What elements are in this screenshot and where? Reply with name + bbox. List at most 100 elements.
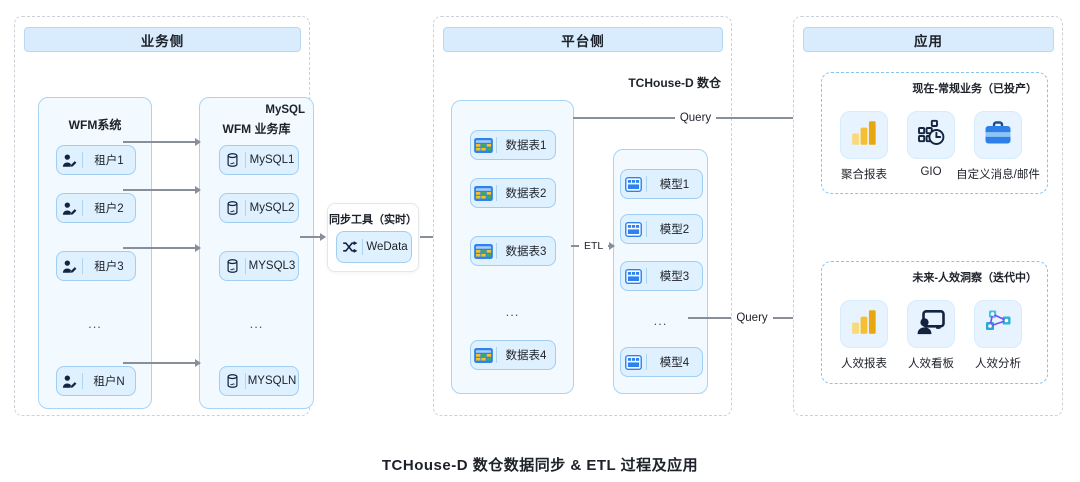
grid-clock-icon: [916, 118, 946, 153]
app-name: 聚合报表: [841, 169, 887, 181]
divider: [496, 243, 497, 259]
app-tile-efficiency-analysis: [974, 300, 1022, 348]
network-graph-icon: [983, 307, 1013, 342]
current-business-box: 现在-常规业务（已投产） 聚合报表 GIO 自定义消息/邮件: [821, 72, 1048, 194]
shuffle-icon: [337, 240, 362, 254]
node-label: WeData: [366, 241, 408, 253]
sync-tool-box: 同步工具（实时） WeData: [327, 203, 419, 272]
node-model-1: 模型1: [620, 169, 703, 199]
sync-tool-title: 同步工具（实时）: [329, 214, 417, 226]
divider: [245, 152, 246, 168]
node-mysql-n: MYSQLN: [219, 366, 299, 396]
future-insight-label: 未来-人效洞察（迭代中）: [912, 272, 1037, 284]
models-panel: 模型1 模型2 模型3 ...: [613, 149, 708, 394]
mysql-corner-label: MySQL: [265, 104, 305, 116]
bar-chart-icon: [849, 118, 879, 153]
user-edit-icon: [57, 201, 82, 216]
node-label: MYSQLN: [247, 375, 297, 387]
query-label: Query: [679, 112, 712, 124]
arrow-tenant1-to-mysql1: [123, 141, 200, 143]
wfm-system-title: WFM系统: [68, 118, 122, 132]
ellipsis-databases: ...: [249, 316, 264, 331]
arrow-tenant3-to-mysql3: [123, 247, 200, 249]
platform-side-title: 平台侧: [561, 33, 605, 49]
node-table-4: ... 数据表4: [470, 340, 556, 370]
connector-line: [573, 117, 675, 119]
arrow-tenant2-to-mysql2: [123, 189, 200, 191]
data-table-icon: [471, 347, 496, 363]
applications-header: 应用: [803, 27, 1054, 52]
divider: [82, 373, 83, 389]
divider: [496, 137, 497, 153]
app-tile-gio: [907, 111, 955, 159]
node-label: 数据表1: [505, 140, 547, 152]
model-table-icon: [621, 176, 646, 192]
app-name: 人效看板: [908, 358, 954, 370]
node-label: 数据表4: [505, 350, 547, 362]
database-icon: [220, 373, 245, 389]
node-table-3: 数据表3: [470, 236, 556, 266]
business-side-section: 业务侧 WFM系统 租户1 租户2: [14, 16, 314, 416]
person-screen-icon: [916, 308, 946, 341]
arrow-db-to-synctool: [300, 236, 325, 238]
app-name: GIO: [920, 166, 942, 178]
node-mysql-2: MySQL2: [219, 193, 299, 223]
divider: [245, 200, 246, 216]
data-table-icon: [471, 243, 496, 259]
node-mysql-1: MySQL1: [219, 145, 299, 175]
node-label: MySQL2: [249, 202, 295, 214]
node-label: 租户N: [93, 376, 125, 388]
connector-arrow: [716, 117, 819, 119]
node-table-2: 数据表2: [470, 178, 556, 208]
ellipsis-tenants: ...: [88, 316, 102, 331]
query-label: Query: [736, 312, 768, 324]
divider: [362, 239, 363, 255]
node-mysql-3: MYSQL3: [219, 251, 299, 281]
business-side-title: 业务侧: [140, 33, 185, 49]
node-tenant-n: 租户N: [56, 366, 136, 396]
user-edit-icon: [57, 153, 82, 168]
divider: [245, 373, 246, 389]
wfm-system-panel: WFM系统 租户1 租户2 租户3: [38, 97, 152, 409]
node-label: 数据表3: [505, 246, 547, 258]
data-table-icon: [471, 185, 496, 201]
node-wedata: WeData: [336, 231, 412, 263]
applications-title: 应用: [914, 33, 943, 49]
divider: [496, 185, 497, 201]
node-label: 租户1: [94, 155, 124, 167]
arrow-tenantN-to-mysqlN: [123, 362, 200, 364]
model-table-icon: [621, 221, 646, 237]
node-label: 模型3: [659, 271, 690, 283]
model-table-icon: [621, 268, 646, 284]
future-insight-box: 未来-人效洞察（迭代中） 人效报表 人效看板 人效分析: [821, 261, 1048, 384]
divider: [82, 152, 83, 168]
ellipsis-models: ...: [653, 313, 668, 328]
divider: [646, 221, 647, 237]
node-label: 模型4: [659, 357, 690, 369]
app-tile-aggregate-report: [840, 111, 888, 159]
wfm-db-title: WFM 业务库: [222, 122, 291, 136]
business-side-header: 业务侧: [24, 27, 301, 52]
divider: [646, 176, 647, 192]
divider: [245, 258, 246, 274]
divider: [82, 258, 83, 274]
app-name: 人效报表: [841, 358, 887, 370]
user-edit-icon: [57, 374, 82, 389]
app-tile-custom-message: [974, 111, 1022, 159]
ellipsis-tables: ...: [505, 304, 520, 319]
node-label: MySQL1: [249, 154, 295, 166]
node-label: MYSQL3: [248, 260, 296, 272]
divider: [82, 200, 83, 216]
divider: [646, 354, 647, 370]
data-tables-panel: 数据表1 数据表2 数据表3 ...: [451, 100, 574, 394]
node-tenant-1: 租户1: [56, 145, 136, 175]
connector-line: [688, 317, 732, 319]
warehouse-label: TCHouse-D 数仓: [628, 76, 721, 90]
database-icon: [220, 258, 245, 274]
connector-line: [571, 245, 579, 247]
app-tile-efficiency-report: [840, 300, 888, 348]
database-icon: [220, 152, 245, 168]
node-label: 模型1: [659, 179, 690, 191]
node-tenant-3: 租户3: [56, 251, 136, 281]
